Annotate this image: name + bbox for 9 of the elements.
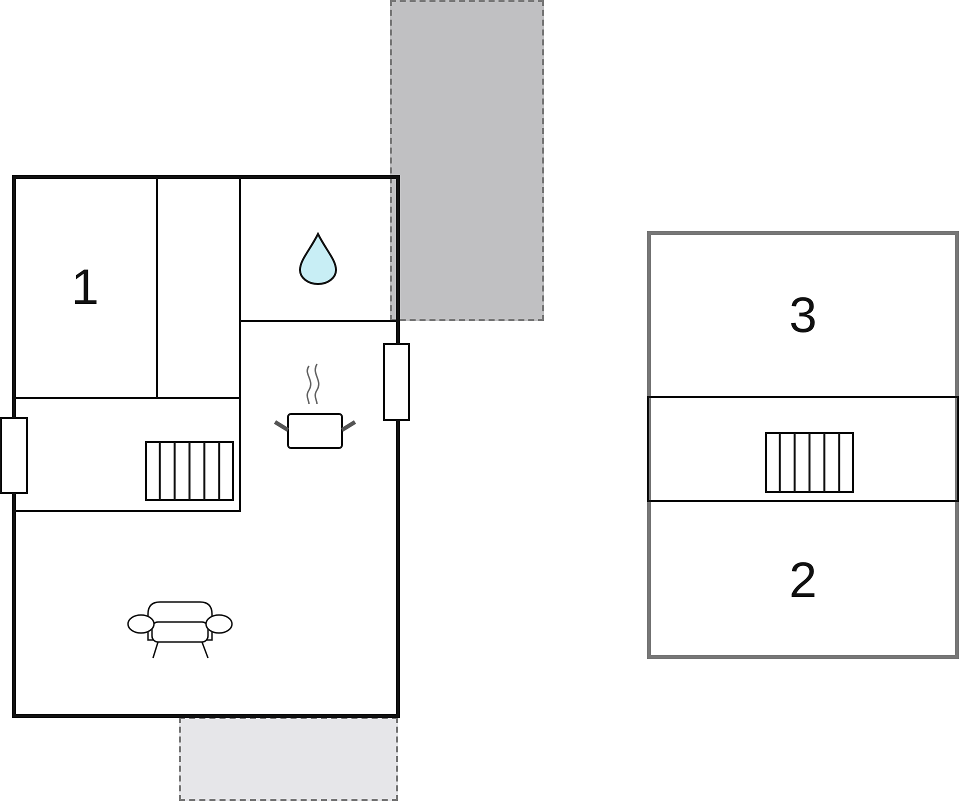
room-number: 2 bbox=[789, 554, 817, 604]
floor-plan-outline bbox=[647, 231, 959, 659]
window-symbol bbox=[383, 343, 410, 421]
room-number: 1 bbox=[71, 262, 99, 312]
stair-hall bbox=[647, 396, 959, 502]
room-number: 3 bbox=[789, 290, 817, 340]
terrace-area bbox=[390, 0, 544, 321]
window-symbol bbox=[0, 417, 28, 494]
terrace-area bbox=[179, 717, 398, 801]
